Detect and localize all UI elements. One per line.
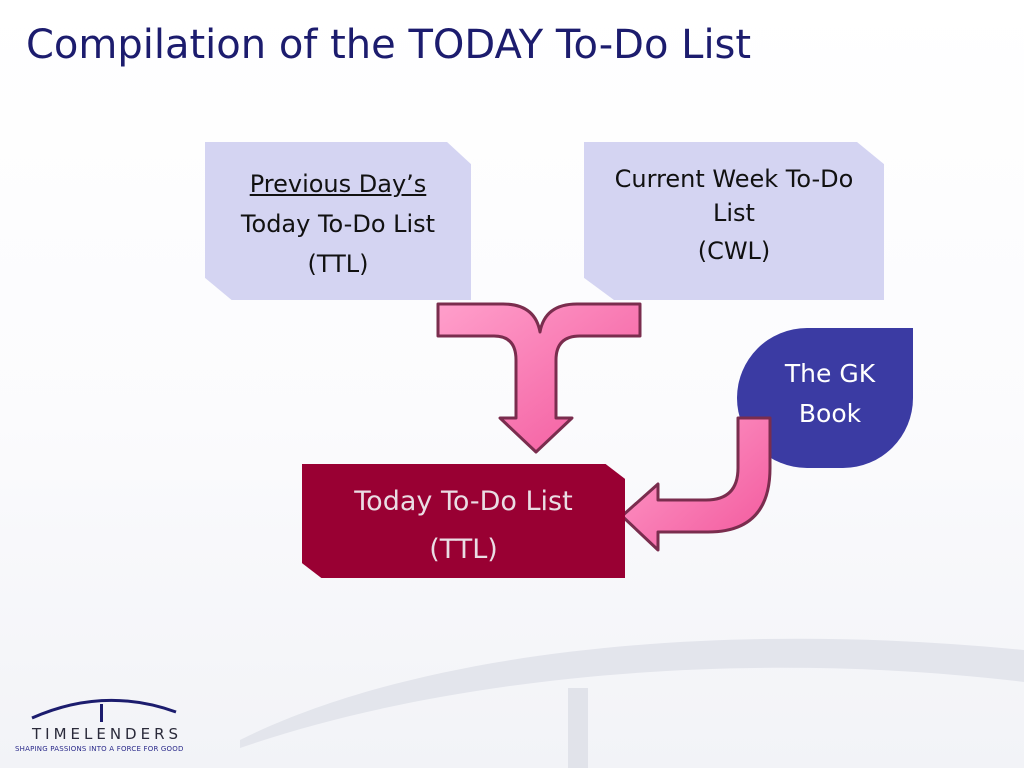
today-ttl-abbr: (TTL): [429, 534, 498, 565]
gk-book-line2: Book: [798, 399, 862, 428]
previous-day-line: Today To-Do List: [240, 210, 436, 238]
previous-day-ttl-box: Previous Day’s Today To-Do List (TTL): [205, 142, 471, 300]
today-ttl-box: Today To-Do List (TTL): [302, 464, 625, 578]
logo-name: TIMELENDERS: [32, 725, 183, 743]
current-week-abbr: (CWL): [697, 237, 771, 265]
gk-book-line1: The GK: [784, 359, 876, 388]
current-week-list-box: Current Week To-Do List (CWL): [584, 142, 884, 300]
slide-title: Compilation of the TODAY To-Do List: [26, 22, 752, 68]
timelenders-logo-mark: [31, 698, 177, 722]
today-ttl-label: Today To-Do List: [354, 486, 573, 517]
logo-tagline: SHAPING PASSIONS INTO A FORCE FOR GOOD: [15, 745, 184, 753]
gk-to-ttl-arrow: [620, 416, 772, 552]
current-week-label: Current Week To-Do List: [614, 165, 854, 227]
merge-arrow: [436, 302, 642, 454]
previous-day-heading: Previous Day’s: [249, 170, 427, 198]
previous-day-abbr: (TTL): [307, 250, 369, 278]
